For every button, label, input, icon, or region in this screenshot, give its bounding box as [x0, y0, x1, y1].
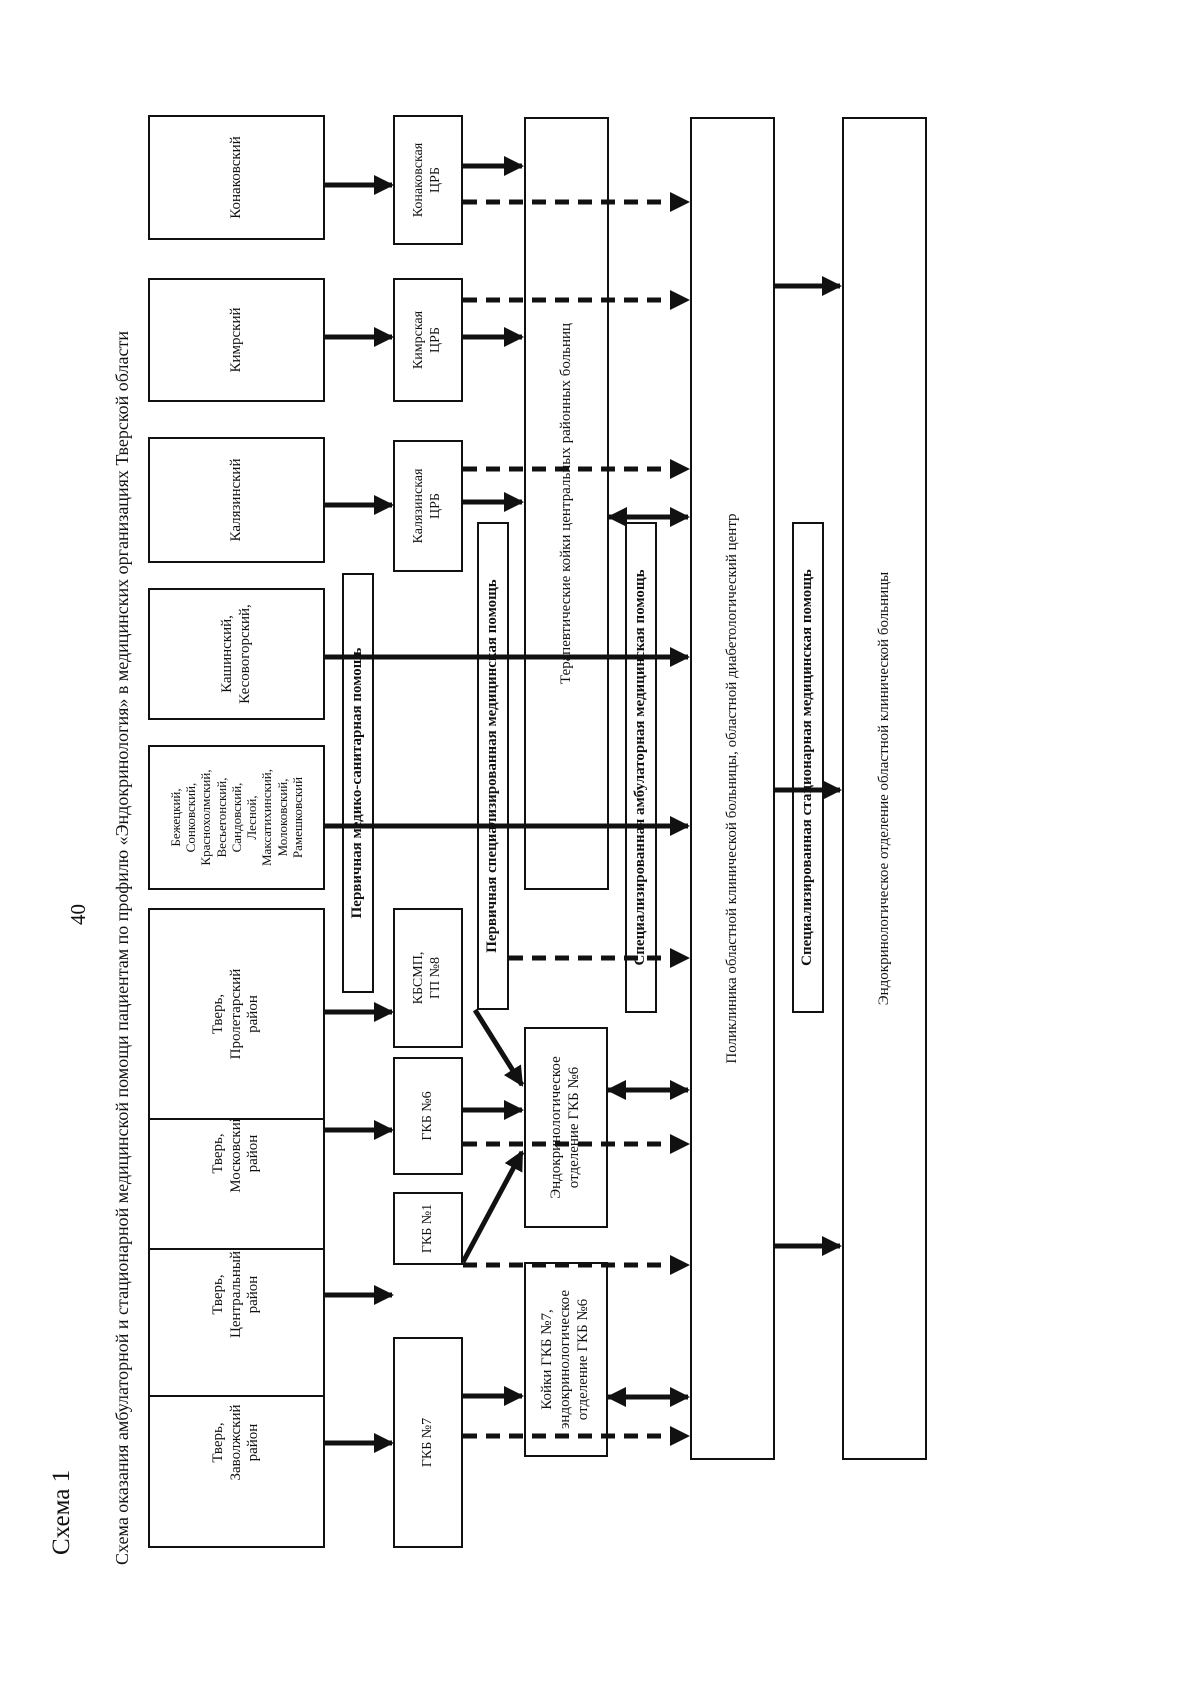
arrow-gkb1-to-endocrine	[460, 1150, 525, 1264]
arrow-kbsmp-to-endocrine	[472, 1008, 525, 1087]
